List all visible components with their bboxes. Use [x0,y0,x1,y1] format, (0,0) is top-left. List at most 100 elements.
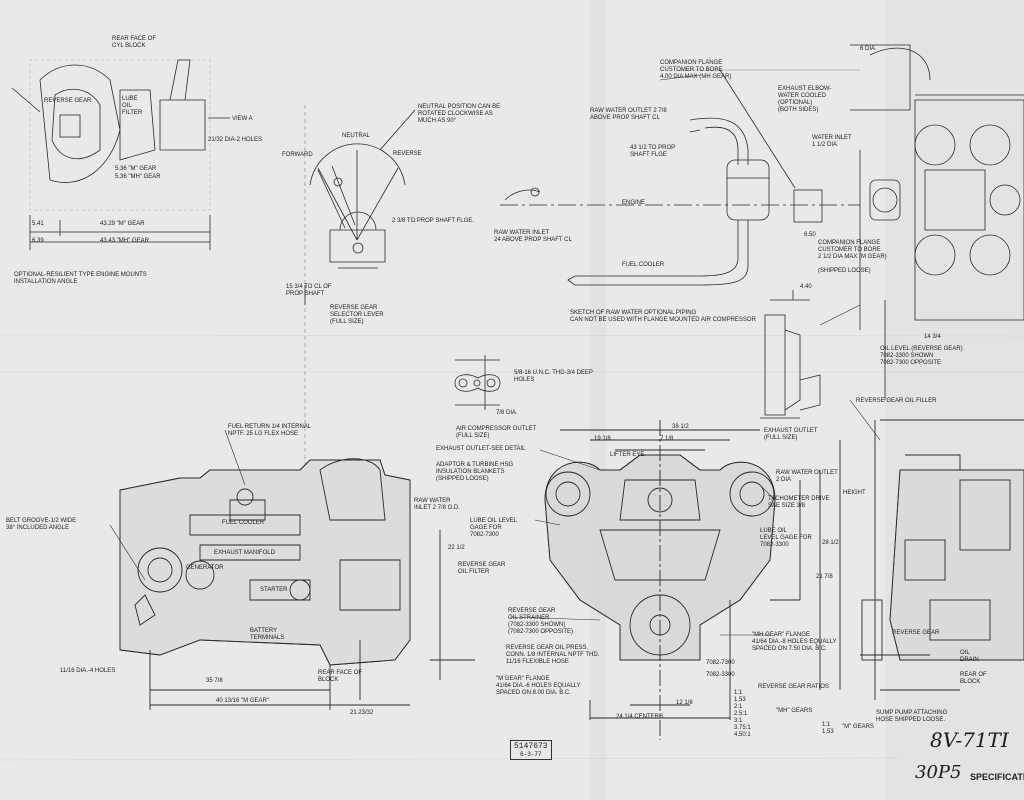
dim-5-41: 5.41 [32,221,44,227]
dim-35: 35 7/8 [206,678,223,684]
stamp-date: 6-3-77 [520,751,542,758]
leader-lines [109,74,881,636]
dim-4-40: 4.40 [800,284,812,290]
footer-title: SPECIFICATI [970,772,1024,782]
dim-21b: 21 7/8 [816,574,833,580]
selector-lever-view [304,105,416,470]
label-rg-oil-press: REVERSE GEAR OIL PRESS. CONN. 1/8 INTERN… [506,645,600,665]
dim-21: 21 23/32 [350,710,374,716]
dim-6-50: 6.50 [804,232,816,238]
dim-6-dia: 6 DIA. [860,46,877,52]
label-lube-oil-level-left: LUBE OIL LEVEL GAGE FOR 7082-7300 [470,518,518,538]
label-raw-water-inlet: RAW WATER INLET 24 ABOVE PROP SHAFT CL [494,230,572,243]
label-centers: 24 1/4 CENTERS [616,714,664,720]
label-oil-drain: OIL DRAIN [960,650,979,663]
label-adaptor-blankets: ADAPTOR & TURBINE HSG INSULATION BLANKET… [436,462,514,482]
label-tachometer-drive: TACHOMETER DRIVE SAE SIZE 3/8 [768,496,830,509]
label-selector-lever: REVERSE GEAR SELECTOR LEVER (FULL SIZE) [330,305,384,325]
dim-14: 14 3/4 [924,334,941,340]
label-part-3300: 7082-3300 [706,672,735,678]
air-compressor-outlet-detail [454,355,501,410]
label-part-7300: 7082-7300 [706,660,735,666]
label-sump-pump: SUMP PUMP ATTACHING HOSE SHIPPED LOOSE. [876,710,948,723]
label-lube-oil-filter: LUBE OIL FILTER [122,96,143,116]
dim-43-43: 43.43 "MH" GEAR [100,238,149,244]
label-rg-oil-strainer: REVERSE GEAR OIL STRAINER (7082-3300 SHO… [508,608,574,635]
label-battery-terminals: BATTERY TERMINALS [250,628,285,641]
label-fuel-cooler-top: FUEL COOLER [622,262,665,268]
label-exhaust-manifold: EXHAUST MANIFOLD [214,550,275,556]
label-reverse-gear-right: REVERSE GEAR [892,630,940,636]
label-holes-left: 11/16 DIA.-4 HOLES [60,668,116,674]
label-oil-level-right: OIL LEVEL (REVERSE GEAR) 7082-3300 SHOWN… [880,346,963,366]
handwritten-model: 8V-71TI [930,728,1009,752]
dim-43-29: 43.29 "M" GEAR [100,221,145,227]
label-exhaust-outlet-detail: EXHAUST OUTLET-SEE DETAIL [436,446,526,452]
label-mh-gears: "MH" GEARS [776,708,813,714]
label-view-a: VIEW A [232,116,253,122]
label-rg-oil-filter: REVERSE GEAR OIL FILTER [458,562,506,575]
label-raw-water-outlet-2dia: RAW WATER OUTLET 2 DIA [776,470,838,483]
label-gear-m: 5.36 "M" GEAR [115,166,157,172]
dim-28: 28 1/2 [822,540,839,546]
label-prop-shaft: 2 3/8 TO PROP SHAFT FLGE. [392,218,474,224]
label-prop-shaft-cl: 15 3/4 TO CL OF PROP SHAFT [286,284,332,297]
label-gear-mh: 5.36 "MH" GEAR [115,174,161,180]
label-forward: FORWARD [282,152,313,158]
label-water-inlet: WATER INLET 1 1/2 DIA [812,135,852,148]
top-left-view [11,59,230,250]
label-sketch-note: SKETCH OF RAW WATER OPTIONAL PIPING CAN … [570,310,756,323]
handwritten-page: 30P5 [915,762,962,783]
label-prop-flge: 43 1/2 TO PROP SHAFT FLGE [630,145,676,158]
front-elevation-view [544,420,841,740]
label-lifter-eye: LIFTER EYE [610,452,645,458]
label-ratios: 1:1 1.53 2:1 2.5:1 3:1 3.75:1 4.50:1 [734,690,751,738]
label-neutral: NEUTRAL [342,133,371,139]
dim-22: 22 1/2 [448,545,465,551]
label-air-compressor-outlet: AIR COMPRESSOR OUTLET (FULL SIZE) [456,426,537,439]
label-height: HEIGHT [843,490,866,496]
label-m-gears: "M" GEARS [842,724,874,730]
label-lube-oil-gage: LUBE OIL LEVEL GAGE FOR 7082-3300 [760,528,812,548]
dim-7: 7 1/8 [660,436,674,442]
label-rear-face-cyl-block: REAR FACE OF CYL BLOCK [112,36,157,49]
dim-12: 12 1/8 [676,700,693,706]
label-seven-dia: 7/8 DIA. [496,410,518,416]
label-m-gear-flange: "M GEAR" FLANGE 41/64 DIA.-6 HOLES EQUAL… [496,676,581,696]
label-exhaust-outlet: EXHAUST OUTLET (FULL SIZE) [764,428,818,441]
label-generator: GENERATOR [186,565,224,571]
label-exhaust-elbow: EXHAUST ELBOW- WATER COOLED (OPTIONAL) (… [778,86,832,113]
label-reverse-gear: REVERSE GEAR [44,98,92,104]
exhaust-outlet-detail [760,290,821,419]
label-raw-water-outlet-top: RAW WATER OUTLET 2 7/8 ABOVE PROP SHAFT … [590,108,667,121]
label-raw-water-inlet-2: RAW WATER INLET 2 7/8 O.D. [414,498,460,511]
label-rear-face-block: REAR FACE OF BLOCK [318,670,363,683]
label-fuel-cooler: FUEL COOLER [222,520,265,526]
label-companion-flange-top: COMPANION FLANGE CUSTOMER TO BORE 4.00 D… [660,60,732,80]
right-top-engine-view [850,44,1024,400]
raw-water-piping-sketch [500,69,860,286]
drawing-number-stamp: 5147673 6-3-77 [510,740,552,760]
dim-38: 38 1/2 [672,424,689,430]
label-optional-mounts: OPTIONAL-RESILIENT TYPE ENGINE MOUNTS IN… [14,272,147,285]
dim-6-39: 6.39 [32,238,44,244]
label-starter: STARTER [260,587,288,593]
label-companion-flange-right: COMPANION FLANGE CUSTOMER TO BORE 2 1/2 … [818,240,887,274]
label-dia-2-holes: 21/32 DIA-2 HOLES [208,137,263,143]
stamp-number: 5147673 [514,742,548,751]
label-rg-oil-filler: REVERSE GEAR OIL FILLER [856,398,937,404]
label-mh-gear-flange: "MH GEAR" FLANGE 41/64 DIA.-8 HOLES EQUA… [752,632,837,652]
label-belt-groove: BELT GROOVE-1/2 WIDE 38° INCLUDED ANGLE [6,518,77,531]
label-engine: ENGINE [622,200,646,206]
label-rear-of-block: REAR OF BLOCK [960,672,987,685]
label-rg-ratios: REVERSE GEAR RATIOS [758,684,829,690]
label-ratios-m: 1:1 1.53 [822,722,834,735]
label-unc-thd: 5/8-16 U.N.C. THD-3/4 DEEP HOLES [514,370,593,383]
label-reverse: REVERSE [393,151,422,157]
label-fuel-return: FUEL RETURN 1/4 INTERNAL NPTF. 25 LG FLE… [228,424,312,437]
label-m-gear-bottom: 40 13/16 "M GEAR" [216,698,269,704]
rear-elevation-view [860,419,1024,700]
dim-19: 19 1/8 [594,436,611,442]
